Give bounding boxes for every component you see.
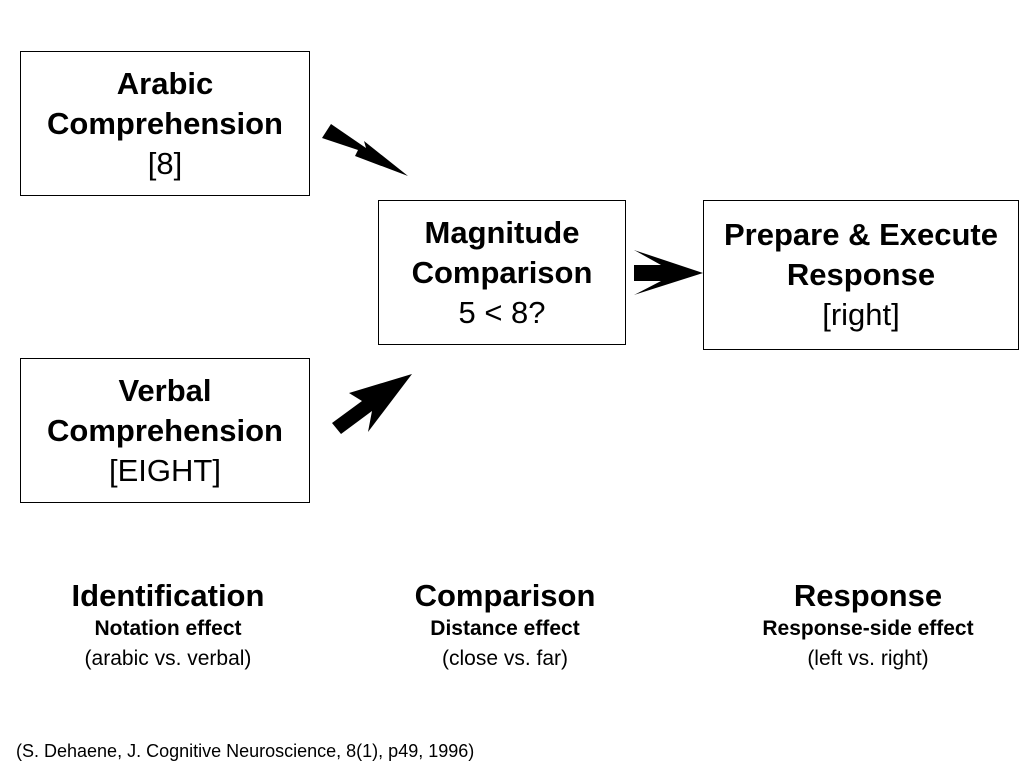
stage-response: Response Response-side effect (left vs. … [718, 578, 1018, 674]
verbal-comprehension-title-line2: Comprehension [47, 412, 283, 448]
response-example: [right] [822, 297, 900, 332]
magnitude-comparison-example: 5 < 8? [458, 294, 546, 330]
response-title-line1: Prepare & Execute [724, 217, 998, 252]
stage-contrast: (arabic vs. verbal) [84, 647, 252, 670]
citation: (S. Dehaene, J. Cognitive Neuroscience, … [16, 741, 475, 761]
stage-effect: Response-side effect [762, 617, 974, 640]
stage-effect: Notation effect [94, 617, 242, 640]
arabic-comprehension-box: Arabic Comprehension [8] [20, 51, 310, 196]
arrow-magnitude-to-response-icon [634, 250, 703, 295]
stage-identification: Identification Notation effect (arabic v… [40, 578, 296, 674]
arabic-comprehension-title-line2: Comprehension [47, 105, 283, 141]
stage-contrast: (close vs. far) [441, 647, 569, 670]
arabic-comprehension-title-line1: Arabic [116, 65, 214, 101]
magnitude-comparison-title-line1: Magnitude [424, 214, 580, 250]
verbal-comprehension-title-line1: Verbal [118, 372, 212, 408]
stage-contrast: (left vs. right) [807, 647, 929, 670]
arrow-verbal-to-magnitude-icon [332, 374, 412, 434]
magnitude-comparison-box: Magnitude Comparison 5 < 8? [378, 200, 626, 345]
verbal-comprehension-box: Verbal Comprehension [EIGHT] [20, 358, 310, 503]
magnitude-comparison-title-line2: Comparison [411, 254, 593, 290]
arabic-comprehension-example: [8] [147, 145, 183, 181]
stage-name: Comparison [414, 578, 596, 613]
response-title-line2: Response [786, 257, 936, 292]
stage-effect: Distance effect [430, 617, 580, 640]
stage-comparison: Comparison Distance effect (close vs. fa… [380, 578, 630, 674]
arrow-arabic-to-magnitude-icon [322, 124, 408, 176]
response-box: Prepare & Execute Response [right] [703, 200, 1019, 350]
stage-name: Identification [71, 578, 265, 613]
stage-name: Response [793, 578, 943, 613]
verbal-comprehension-example: [EIGHT] [109, 452, 221, 488]
